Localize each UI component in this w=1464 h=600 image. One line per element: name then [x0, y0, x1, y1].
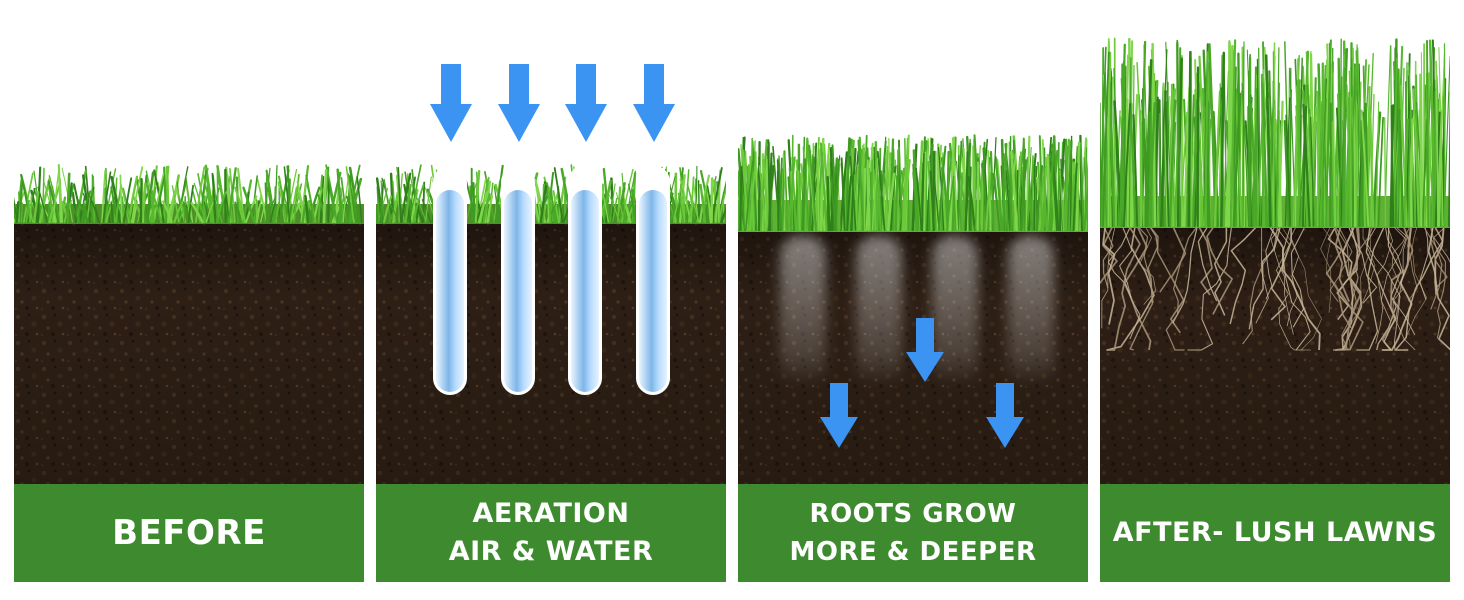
arrow-down-icon [430, 64, 472, 142]
aeration-core-icon [636, 165, 670, 395]
soil-scene-roots [738, 134, 1088, 484]
root-system-icon [1100, 225, 1450, 351]
arrow-down-icon [986, 383, 1024, 448]
tall-grass [1100, 37, 1450, 228]
panel-after: AFTER- LUSH LAWNS [1100, 0, 1450, 600]
arrow-down-icon [633, 64, 675, 142]
arrow-down-icon [565, 64, 607, 142]
short-grass [14, 164, 364, 224]
panel-label-aeration: AERATION AIR & WATER [376, 484, 726, 582]
label-line: AFTER- LUSH LAWNS [1112, 517, 1438, 548]
aeration-core-icon [568, 165, 602, 395]
panel-label-before: BEFORE [14, 484, 364, 582]
medium-grass [738, 134, 1088, 232]
arrow-down-icon [906, 318, 944, 382]
panel-label-after: AFTER- LUSH LAWNS [1100, 484, 1450, 582]
arrow-down-icon [498, 64, 540, 142]
label-line: ROOTS GROW [809, 499, 1017, 529]
panel-roots-grow: ROOTS GROW MORE & DEEPER [738, 0, 1088, 600]
soil-scene-before [14, 164, 364, 484]
aeration-core-icon [501, 165, 535, 395]
panel-before: BEFORE [14, 0, 364, 600]
mist-channels [780, 236, 1054, 386]
panel-label-roots-grow: ROOTS GROW MORE & DEEPER [738, 484, 1088, 582]
panel-aeration: AERATION AIR & WATER [376, 0, 726, 600]
short-grass [376, 164, 726, 224]
label-line: MORE & DEEPER [789, 537, 1037, 567]
label-line: AERATION [472, 498, 630, 529]
soil-scene-after [1100, 37, 1450, 484]
label-line: AIR & WATER [448, 536, 654, 567]
label-line: BEFORE [112, 513, 266, 553]
arrow-down-icon [820, 383, 858, 448]
aeration-core-icon [433, 165, 467, 395]
soil-scene-aeration [376, 64, 726, 484]
